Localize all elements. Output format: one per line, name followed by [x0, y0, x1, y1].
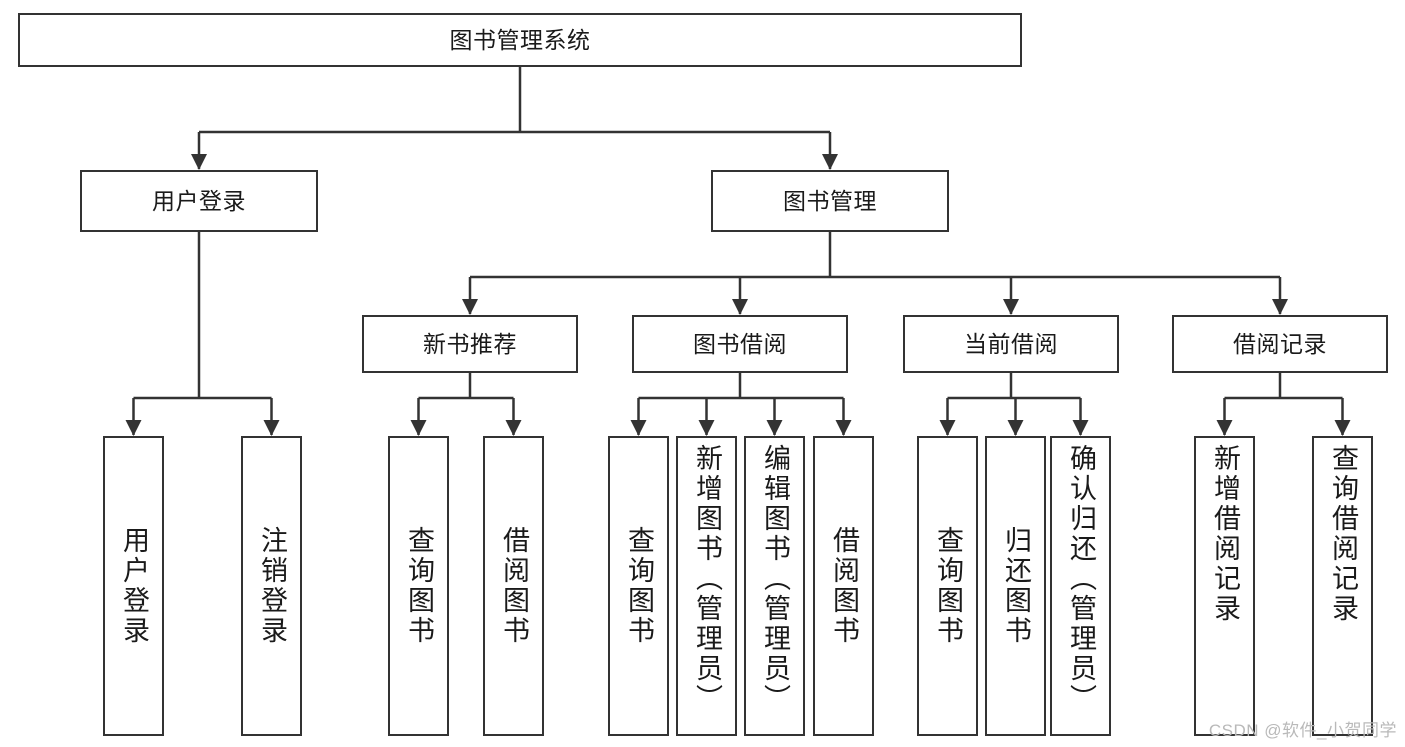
node-label-leaf-query2: 查询图书: [624, 526, 654, 646]
node-label-leaf-add: 新增图书（管理员）: [692, 444, 722, 714]
edge-arrowhead-root-1: [822, 154, 838, 170]
node-leaf-query1: 查询图书: [388, 436, 449, 736]
edge-arrowhead-root-0: [191, 154, 207, 170]
node-leaf-borrow1: 借阅图书: [483, 436, 544, 736]
node-label-leaf-login: 用户登录: [119, 526, 149, 646]
node-leaf-login: 用户登录: [103, 436, 164, 736]
node-label-leaf-return: 归还图书: [1001, 526, 1031, 646]
node-label-login: 用户登录: [152, 187, 246, 214]
edge-arrowhead-login-0: [125, 420, 142, 436]
edge-arrowhead-newbook-1: [505, 420, 522, 436]
edge-arrowhead-borrow-3: [835, 420, 852, 436]
edge-arrowhead-records-1: [1334, 420, 1351, 436]
node-label-leaf-addrec: 新增借阅记录: [1210, 444, 1240, 624]
node-label-root: 图书管理系统: [449, 26, 591, 53]
node-leaf-queryrec: 查询借阅记录: [1312, 436, 1373, 736]
node-label-current: 当前借阅: [964, 330, 1058, 357]
node-label-leaf-edit: 编辑图书（管理员）: [760, 444, 790, 714]
node-label-leaf-borrow2: 借阅图书: [829, 526, 859, 646]
edge-arrowhead-records-0: [1216, 420, 1233, 436]
node-leaf-add: 新增图书（管理员）: [676, 436, 737, 736]
node-label-leaf-queryrec: 查询借阅记录: [1328, 444, 1358, 624]
node-label-leaf-logout: 注销登录: [257, 526, 287, 646]
node-leaf-confirm: 确认归还（管理员）: [1050, 436, 1111, 736]
edge-arrowhead-borrow-1: [698, 420, 715, 436]
node-login: 用户登录: [80, 170, 318, 232]
node-newbook: 新书推荐: [362, 315, 578, 373]
node-leaf-query2: 查询图书: [608, 436, 669, 736]
node-label-leaf-confirm: 确认归还（管理员）: [1066, 444, 1096, 714]
edge-arrowhead-borrow-0: [630, 420, 647, 436]
node-label-records: 借阅记录: [1233, 330, 1327, 357]
node-leaf-addrec: 新增借阅记录: [1194, 436, 1255, 736]
node-bookmgmt: 图书管理: [711, 170, 949, 232]
edge-arrowhead-login-1: [263, 420, 280, 436]
node-borrow: 图书借阅: [632, 315, 848, 373]
node-label-borrow: 图书借阅: [693, 330, 787, 357]
node-leaf-return: 归还图书: [985, 436, 1046, 736]
node-label-newbook: 新书推荐: [423, 330, 517, 357]
node-root: 图书管理系统: [18, 13, 1022, 67]
edge-arrowhead-bookmgmt-3: [1272, 299, 1288, 315]
edge-arrowhead-bookmgmt-2: [1003, 299, 1019, 315]
watermark: CSDN @软件_小贺同学: [1208, 721, 1397, 740]
edge-arrowhead-current-0: [939, 420, 956, 436]
node-label-leaf-borrow1: 借阅图书: [499, 526, 529, 646]
edge-arrowhead-borrow-2: [766, 420, 783, 436]
edge-arrowhead-bookmgmt-0: [462, 299, 478, 315]
node-leaf-logout: 注销登录: [241, 436, 302, 736]
node-records: 借阅记录: [1172, 315, 1388, 373]
edge-arrowhead-newbook-0: [410, 420, 427, 436]
node-label-leaf-query3: 查询图书: [933, 526, 963, 646]
edge-arrowhead-current-1: [1007, 420, 1024, 436]
node-label-bookmgmt: 图书管理: [783, 187, 877, 214]
node-current: 当前借阅: [903, 315, 1119, 373]
node-label-leaf-query1: 查询图书: [404, 526, 434, 646]
edge-arrowhead-current-2: [1072, 420, 1089, 436]
edge-arrowhead-bookmgmt-1: [732, 299, 748, 315]
node-leaf-borrow2: 借阅图书: [813, 436, 874, 736]
node-leaf-edit: 编辑图书（管理员）: [744, 436, 805, 736]
node-leaf-query3: 查询图书: [917, 436, 978, 736]
